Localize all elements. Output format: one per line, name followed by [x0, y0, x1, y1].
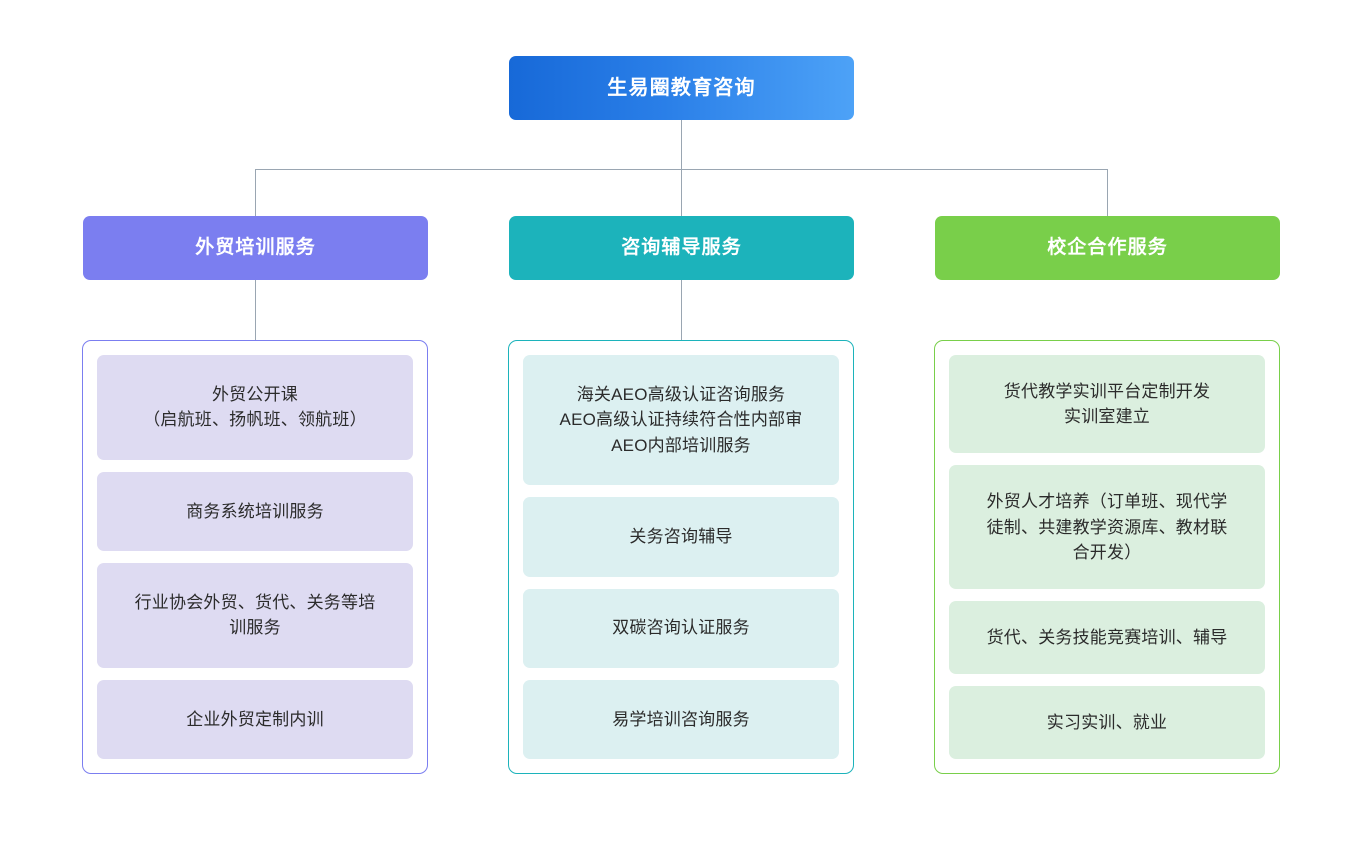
- branch-group-zixun-fudao: 海关AEO高级认证咨询服务 AEO高级认证持续符合性内部审 AEO内部培训服务 …: [508, 340, 854, 774]
- branch-group-xiaoqi-hezuo: 货代教学实训平台定制开发 实训室建立 外贸人才培养（订单班、现代学 徒制、共建教…: [934, 340, 1280, 774]
- branch-header-zixun-fudao[interactable]: 咨询辅导服务: [509, 216, 854, 280]
- branch-header-label: 校企合作服务: [1047, 237, 1168, 259]
- leaf-card-label: 货代、关务技能竞赛培训、辅导: [986, 627, 1228, 647]
- leaf-card[interactable]: 企业外贸定制内训: [97, 679, 413, 759]
- connector-root-stem: [681, 120, 682, 169]
- connector-branch-stem-0: [255, 169, 256, 216]
- root-node-company[interactable]: 生易圈教育咨询: [509, 56, 854, 120]
- leaf-card-label: 关务咨询辅导: [629, 527, 733, 547]
- connector-branch-stem-1: [681, 169, 682, 216]
- connector-header-to-group-1: [681, 280, 682, 340]
- leaf-card-label: 海关AEO高级认证咨询服务 AEO高级认证持续符合性内部审 AEO内部培训服务: [559, 384, 803, 455]
- leaf-card[interactable]: 双碳咨询认证服务: [523, 588, 839, 668]
- leaf-card[interactable]: 外贸公开课 （启航班、扬帆班、领航班）: [97, 355, 413, 460]
- leaf-card-label: 企业外贸定制内训: [186, 709, 324, 729]
- leaf-card[interactable]: 关务咨询辅导: [523, 497, 839, 577]
- leaf-card[interactable]: 实习实训、就业: [949, 686, 1265, 759]
- branch-header-label: 咨询辅导服务: [621, 237, 742, 259]
- branch-header-label: 外贸培训服务: [195, 237, 316, 259]
- leaf-card-label: 双碳咨询认证服务: [612, 618, 750, 638]
- leaf-card-label: 外贸人才培养（订单班、现代学 徒制、共建教学资源库、教材联 合开发）: [986, 492, 1228, 563]
- leaf-card-label: 行业协会外贸、货代、关务等培 训服务: [134, 592, 376, 638]
- leaf-card[interactable]: 易学培训咨询服务: [523, 679, 839, 759]
- leaf-card-label: 货代教学实训平台定制开发 实训室建立: [1003, 381, 1211, 427]
- leaf-card[interactable]: 货代、关务技能竞赛培训、辅导: [949, 601, 1265, 675]
- leaf-card-label: 商务系统培训服务: [186, 501, 324, 521]
- leaf-card-label: 外贸公开课 （启航班、扬帆班、领航班）: [143, 384, 367, 430]
- branch-header-xiaoqi-hezuo[interactable]: 校企合作服务: [935, 216, 1280, 280]
- leaf-card[interactable]: 海关AEO高级认证咨询服务 AEO高级认证持续符合性内部审 AEO内部培训服务: [523, 355, 839, 486]
- leaf-card-label: 实习实训、就业: [1046, 712, 1168, 732]
- leaf-card[interactable]: 货代教学实训平台定制开发 实训室建立: [949, 355, 1265, 454]
- branch-group-waimao-peixun: 外贸公开课 （启航班、扬帆班、领航班） 商务系统培训服务 行业协会外贸、货代、关…: [82, 340, 428, 774]
- leaf-card[interactable]: 行业协会外贸、货代、关务等培 训服务: [97, 563, 413, 668]
- root-node-label: 生易圈教育咨询: [607, 76, 756, 99]
- leaf-card-label: 易学培训咨询服务: [612, 709, 750, 729]
- leaf-card[interactable]: 外贸人才培养（订单班、现代学 徒制、共建教学资源库、教材联 合开发）: [949, 465, 1265, 590]
- connector-branch-stem-2: [1107, 169, 1108, 216]
- branch-header-waimao-peixun[interactable]: 外贸培训服务: [83, 216, 428, 280]
- leaf-card[interactable]: 商务系统培训服务: [97, 471, 413, 551]
- connector-header-to-group-0: [255, 280, 256, 340]
